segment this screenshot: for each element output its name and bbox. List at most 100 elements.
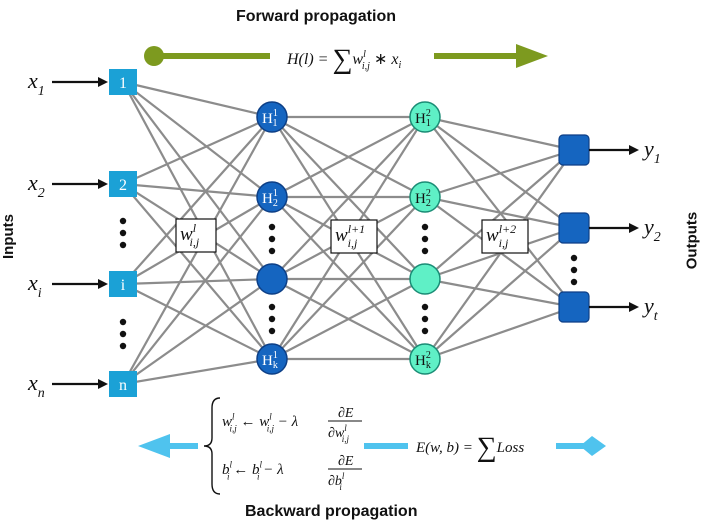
connection-edge	[122, 357, 273, 386]
update-rule-brace	[203, 397, 221, 495]
bias-update-rule-denominator: ∂bli​	[328, 471, 345, 492]
hidden1-node	[256, 343, 288, 375]
output-node	[558, 134, 590, 166]
output-label: yt​	[642, 293, 659, 324]
output-ellipsis-dot	[570, 278, 578, 286]
hidden2-node	[409, 181, 441, 213]
input-label: xi​	[27, 270, 42, 301]
bias-update-rule: bli​ ← bli​ − λ	[222, 460, 284, 482]
connection-edge	[424, 115, 575, 152]
input-label: x1​	[27, 68, 45, 99]
connection-edge	[122, 116, 273, 285]
output-ellipsis-dot	[570, 266, 578, 274]
output-ellipsis-dot	[570, 254, 578, 262]
hidden1-ellipsis-dot	[268, 315, 276, 323]
output-label: y1​	[642, 136, 661, 167]
weight-box	[330, 219, 378, 254]
connection-edge	[122, 278, 273, 385]
input-arrow-head	[98, 379, 108, 389]
input-arrow-head	[98, 279, 108, 289]
bias-update-rule-numerator: ∂E	[338, 454, 354, 469]
hidden1-node	[256, 263, 288, 295]
backward-arrow-diamond	[580, 436, 606, 456]
connection-edge	[271, 278, 426, 360]
output-arrow-head	[629, 302, 639, 312]
input-ellipsis-dot	[119, 217, 127, 225]
hidden2-ellipsis-dot	[421, 315, 429, 323]
connection-edge	[271, 116, 426, 280]
connection-edge	[122, 183, 273, 360]
hidden2-node	[409, 101, 441, 133]
input-arrow-head	[98, 179, 108, 189]
output-label: y2​	[642, 214, 661, 245]
input-ellipsis-dot	[119, 229, 127, 237]
output-arrow-head	[629, 145, 639, 155]
hidden1-ellipsis-dot	[268, 223, 276, 231]
hidden2-node	[409, 343, 441, 375]
hidden2-ellipsis-dot	[421, 223, 429, 231]
forward-arrow-head	[516, 44, 548, 68]
connection-edge	[122, 81, 273, 280]
weight-update-rule: wli,j​ ← wli,j​ − λ	[222, 412, 299, 434]
hidden2-node	[409, 263, 441, 295]
connection-edge	[122, 115, 273, 186]
connection-edge	[271, 196, 426, 360]
input-arrow-head	[98, 77, 108, 87]
weight-update-rule-denominator: ∂wli,j​	[328, 423, 349, 444]
loss-formula: E(w, b) = ∑Loss	[415, 432, 524, 463]
hidden1-node	[256, 101, 288, 133]
connection-edge	[424, 195, 575, 230]
input-node-label: n	[119, 377, 127, 394]
connection-edge	[424, 305, 575, 361]
hidden1-ellipsis-dot	[268, 327, 276, 335]
output-arrow-head	[629, 223, 639, 233]
hidden1-ellipsis-dot	[268, 247, 276, 255]
output-node	[558, 212, 590, 244]
connection-edge	[122, 283, 273, 360]
connection-edge	[424, 227, 575, 360]
hidden1-ellipsis-dot	[268, 303, 276, 311]
backward-propagation-title: Backward propagation	[245, 503, 418, 520]
backward-arrow-head	[138, 434, 170, 458]
forward-propagation-title: Forward propagation	[236, 8, 396, 25]
hidden2-ellipsis-dot	[421, 327, 429, 335]
input-label: x2​	[27, 170, 45, 201]
hidden2-ellipsis-dot	[421, 303, 429, 311]
connection-edge	[424, 149, 575, 280]
weight-update-rule-numerator: ∂E	[338, 406, 354, 421]
connection-edge	[122, 81, 273, 198]
hidden1-ellipsis-dot	[268, 235, 276, 243]
input-node	[109, 171, 137, 197]
hidden2-ellipsis-dot	[421, 235, 429, 243]
connection-edge	[271, 116, 426, 198]
connection-edge	[424, 149, 575, 360]
input-ellipsis-dot	[119, 330, 127, 338]
output-node	[558, 291, 590, 323]
connection-edge	[122, 80, 273, 119]
input-node	[109, 371, 137, 397]
input-ellipsis-dot	[119, 241, 127, 249]
input-ellipsis-dot	[119, 318, 127, 326]
input-node	[109, 69, 137, 95]
input-node-label: i	[121, 277, 126, 294]
connection-edge	[424, 148, 575, 199]
hidden1-node	[256, 181, 288, 213]
weight-box	[175, 218, 217, 253]
input-node-label: 2	[119, 177, 127, 194]
input-label: xn​	[27, 370, 45, 401]
connection-edge	[122, 277, 273, 286]
input-ellipsis-dot	[119, 342, 127, 350]
input-node	[109, 271, 137, 297]
